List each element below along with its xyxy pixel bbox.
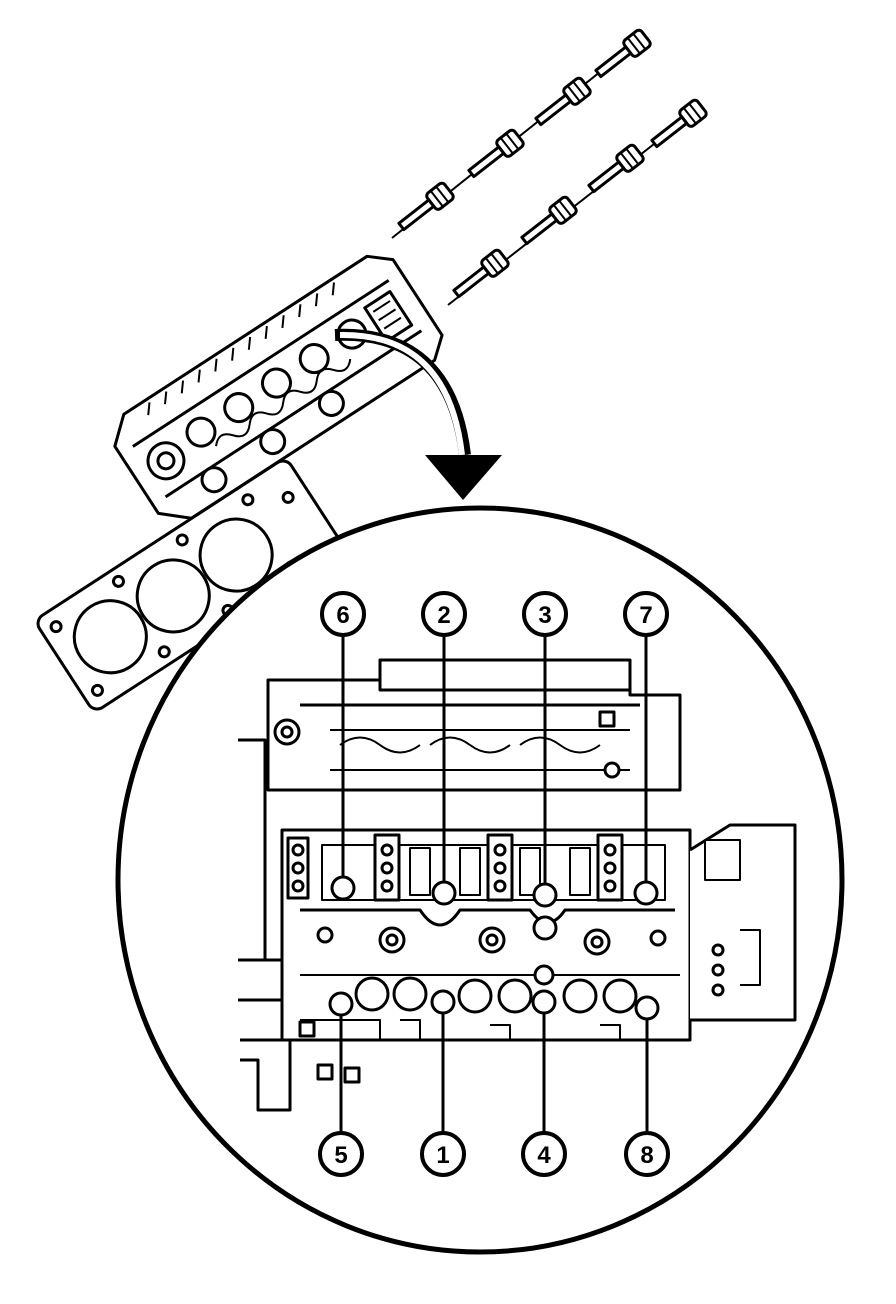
cylinder-head-top-view	[238, 658, 797, 1112]
callout-6-label: 6	[336, 602, 349, 629]
bolt-head-7	[633, 880, 659, 906]
callout-5-label: 5	[334, 1142, 347, 1169]
callout-4-label: 4	[537, 1142, 551, 1169]
bolt-head-8	[634, 995, 660, 1021]
head-bolts-row-lower	[447, 98, 708, 306]
callout-2: 2	[421, 591, 467, 637]
bolt-head-6	[330, 875, 356, 901]
bolt-head-2	[431, 880, 457, 906]
callout-5: 5	[318, 1131, 364, 1177]
callout-7: 7	[623, 591, 669, 637]
callout-8-label: 8	[640, 1142, 653, 1169]
curved-arrow-icon	[334, 328, 502, 500]
callout-3-label: 3	[538, 602, 551, 629]
bolt-head-4	[531, 989, 557, 1015]
callout-4: 4	[521, 1131, 567, 1177]
callout-1: 1	[420, 1131, 466, 1177]
bolt-head-3	[532, 882, 558, 908]
callout-2-label: 2	[437, 602, 450, 629]
cylinder-head	[113, 254, 444, 520]
callout-7-label: 7	[639, 602, 652, 629]
bolt-head-1	[430, 989, 456, 1015]
exploded-assembly	[36, 28, 708, 711]
bolt-head-5	[328, 991, 354, 1017]
bolt-heads	[328, 875, 660, 1021]
bolt-sequence-callouts	[339, 636, 649, 1132]
head-bolts-row-upper	[391, 28, 652, 239]
callout-1-label: 1	[436, 1142, 449, 1169]
callout-3: 3	[522, 591, 568, 637]
callout-8: 8	[624, 1131, 670, 1177]
callout-6: 6	[320, 591, 366, 637]
